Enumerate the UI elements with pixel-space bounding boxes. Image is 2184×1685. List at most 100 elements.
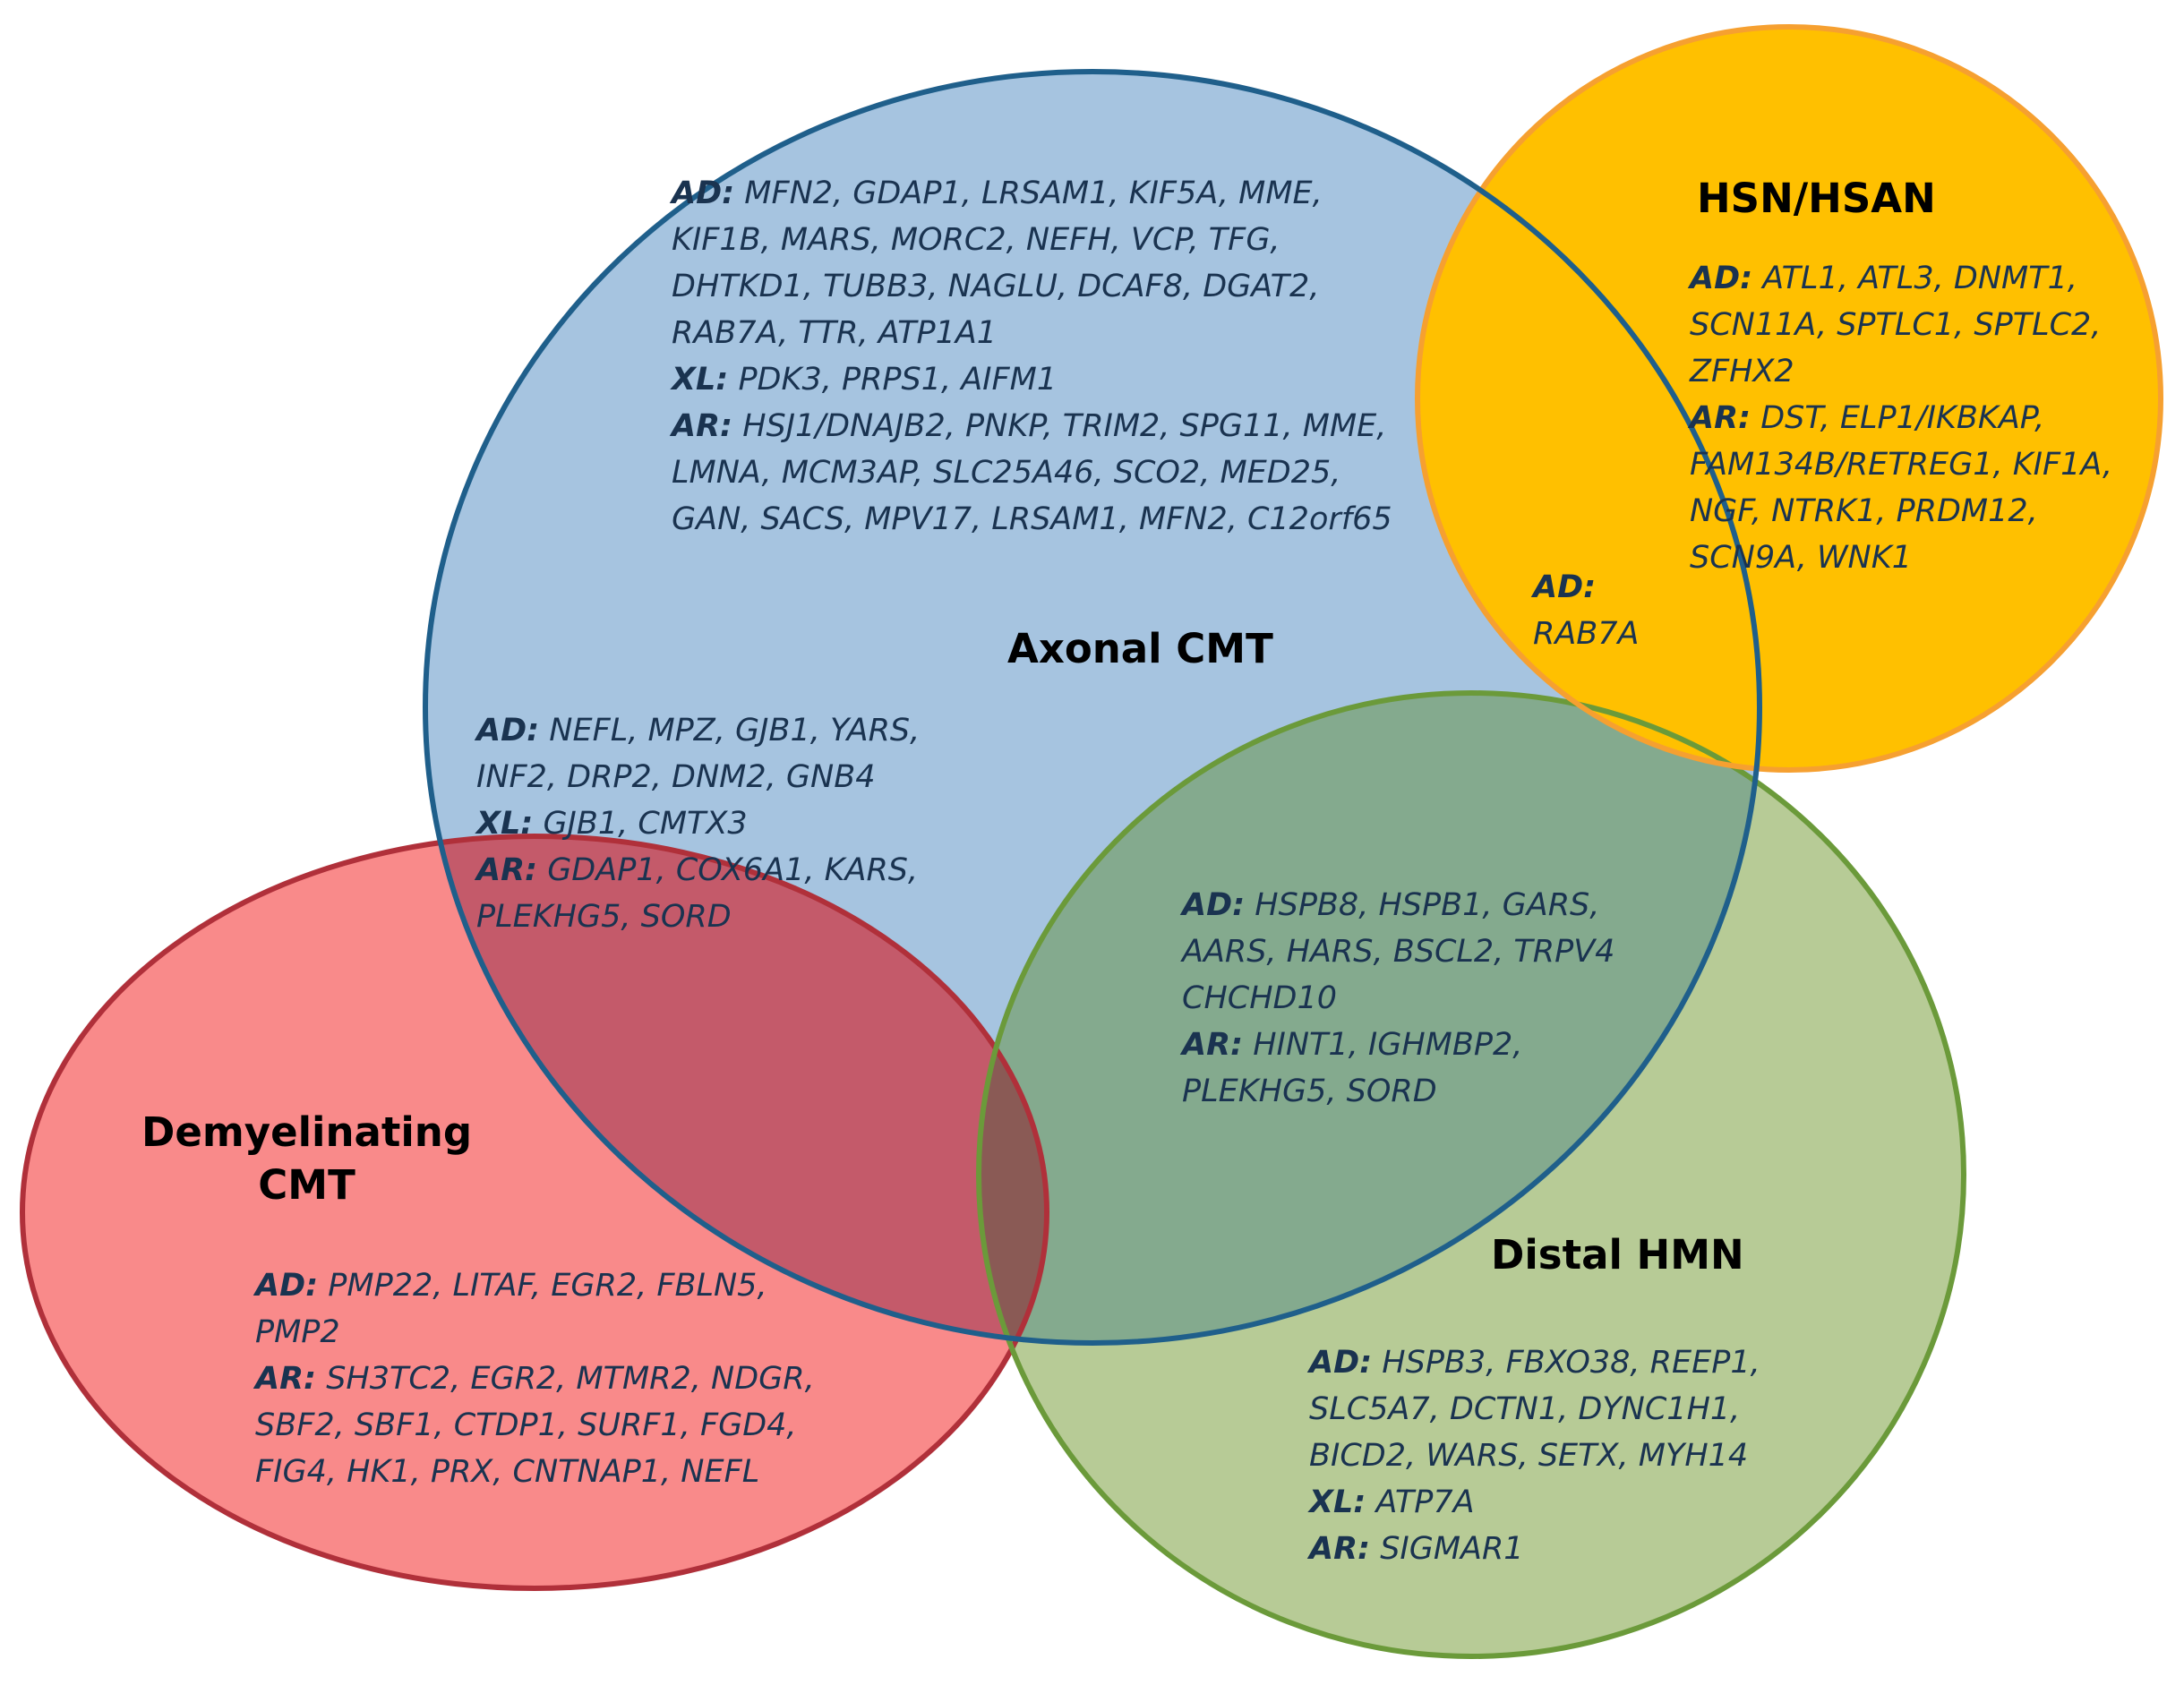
inheritance-tag: AR: [476, 852, 538, 888]
gene-line: XL: ATP7A [1309, 1479, 1760, 1526]
inheritance-tag: AR: [1309, 1531, 1371, 1567]
distal-hmn-title: Distal HMN [1491, 1231, 1744, 1279]
gene-line: PLEKHG5, SORD [1182, 1068, 1614, 1115]
inheritance-tag: AD: [1533, 569, 1597, 605]
gene-line: AR: DST, ELP1/IKBKAP, [1690, 395, 2112, 441]
inheritance-tag: AD: [1690, 261, 1753, 296]
gene-line: AD: NEFL, MPZ, GJB1, YARS, [476, 707, 920, 754]
distal-hmn-outline [976, 690, 1966, 1659]
gene-line: KIF1B, MARS, MORC2, NEFH, VCP, TFG, [672, 217, 1392, 263]
gene-line: DHTKD1, TUBB3, NAGLU, DCAF8, DGAT2, [672, 263, 1392, 310]
gene-names: HINT1, IGHMBP2, [1253, 1027, 1523, 1063]
gene-line: AD: HSPB8, HSPB1, GARS, [1182, 882, 1614, 928]
axonal-hmn-overlap-genes: AD: HSPB8, HSPB1, GARS, AARS, HARS, BSCL2… [1182, 882, 1614, 1115]
gene-line: XL: GJB1, CMTX3 [476, 800, 920, 847]
inheritance-tag: AD: [255, 1268, 319, 1304]
gene-names: AARS, HARS, BSCL2, TRPV4 [1182, 934, 1615, 970]
gene-line: AR: HINT1, IGHMBP2, [1182, 1022, 1614, 1068]
gene-line: AD: MFN2, GDAP1, LRSAM1, KIF5A, MME, [672, 170, 1392, 217]
gene-line: SBF2, SBF1, CTDP1, SURF1, FGD4, [255, 1402, 815, 1449]
gene-names: ZFHX2 [1690, 354, 1794, 389]
gene-names: GAN, SACS, MPV17, LRSAM1, MFN2, C12orf65 [672, 501, 1392, 537]
gene-line: NGF, NTRK1, PRDM12, [1690, 488, 2112, 535]
gene-line: FAM134B/RETREG1, KIF1A, [1690, 441, 2112, 488]
gene-line: AD: PMP22, LITAF, EGR2, FBLN5, [255, 1262, 815, 1309]
gene-names: SLC5A7, DCTN1, DYNC1H1, [1309, 1391, 1741, 1427]
gene-names: LMNA, MCM3AP, SLC25A46, SCO2, MED25, [672, 455, 1341, 491]
inheritance-tag: AR: [672, 408, 733, 444]
gene-names: FAM134B/RETREG1, KIF1A, [1690, 447, 2113, 483]
gene-names: GDAP1, COX6A1, KARS, [547, 852, 919, 888]
inheritance-tag: AD: [672, 175, 735, 211]
axonal-hsn-overlap-genes: AD: RAB7A [1533, 564, 1639, 657]
gene-names: PLEKHG5, SORD [1182, 1073, 1437, 1109]
hsn-hsan-genes: AD: ATL1, ATL3, DNMT1, SCN11A, SPTLC1, SP… [1690, 255, 2112, 581]
gene-line: AD: HSPB3, FBXO38, REEP1, [1309, 1339, 1760, 1386]
inheritance-tag: AD: [476, 713, 540, 748]
gene-names: RAB7A [1533, 616, 1640, 652]
gene-line: BICD2, WARS, SETX, MYH14 [1309, 1433, 1760, 1479]
gene-line: XL: PDK3, PRPS1, AIFM1 [672, 356, 1392, 403]
gene-names: HSJ1/DNAJB2, PNKP, TRIM2, SPG11, MME, [742, 408, 1387, 444]
gene-names: HSPB8, HSPB1, GARS, [1255, 887, 1600, 923]
inheritance-tag: AR: [1182, 1027, 1244, 1063]
gene-names: PLEKHG5, SORD [476, 899, 732, 935]
gene-names: CHCHD10 [1182, 980, 1338, 1016]
gene-line: SCN9A, WNK1 [1690, 535, 2112, 581]
axonal-demyelinating-overlap-genes: AD: NEFL, MPZ, GJB1, YARS, INF2, DRP2, DN… [476, 707, 920, 940]
gene-names: ATP7A [1375, 1484, 1475, 1520]
inheritance-tag: AD: [1182, 887, 1246, 923]
gene-names: SCN11A, SPTLC1, SPTLC2, [1690, 307, 2102, 343]
gene-names: GJB1, CMTX3 [543, 806, 748, 842]
gene-line: AD: [1533, 564, 1639, 611]
gene-names: PDK3, PRPS1, AIFM1 [738, 362, 1058, 398]
gene-names: SBF2, SBF1, CTDP1, SURF1, FGD4, [255, 1407, 797, 1443]
demyelinating-cmt-outline [20, 834, 1049, 1591]
axonal-cmt-outline [423, 69, 1762, 1346]
gene-line: AR: SIGMAR1 [1309, 1526, 1760, 1572]
gene-line: FIG4, HK1, PRX, CNTNAP1, NEFL [255, 1449, 815, 1495]
gene-names: INF2, DRP2, DNM2, GNB4 [476, 759, 876, 795]
hsn-hsan-circle [1417, 27, 2161, 770]
gene-line: AR: GDAP1, COX6A1, KARS, [476, 847, 920, 894]
gene-line: GAN, SACS, MPV17, LRSAM1, MFN2, C12orf65 [672, 496, 1392, 543]
gene-names: DST, ELP1/IKBKAP, [1760, 400, 2045, 436]
gene-names: DHTKD1, TUBB3, NAGLU, DCAF8, DGAT2, [672, 269, 1320, 304]
gene-names: PMP22, LITAF, EGR2, FBLN5, [328, 1268, 767, 1304]
inheritance-tag: XL: [672, 362, 729, 398]
gene-names: PMP2 [255, 1314, 340, 1350]
gene-line: AR: SH3TC2, EGR2, MTMR2, NDGR, [255, 1356, 815, 1402]
hsn-hsan-title: HSN/HSAN [1697, 175, 1936, 222]
gene-line: RAB7A [1533, 611, 1639, 657]
gene-names: KIF1B, MARS, MORC2, NEFH, VCP, TFG, [672, 222, 1280, 258]
gene-names: SH3TC2, EGR2, MTMR2, NDGR, [326, 1361, 815, 1397]
inheritance-tag: XL: [1309, 1484, 1366, 1520]
gene-names: NGF, NTRK1, PRDM12, [1690, 493, 2038, 529]
gene-names: BICD2, WARS, SETX, MYH14 [1309, 1438, 1749, 1474]
hsn-hsan-outline [1415, 24, 2163, 773]
gene-names: SCN9A, WNK1 [1690, 540, 1912, 576]
distal-hmn-genes: AD: HSPB3, FBXO38, REEP1, SLC5A7, DCTN1, … [1309, 1339, 1760, 1572]
gene-line: ZFHX2 [1690, 348, 2112, 395]
gene-line: RAB7A, TTR, ATP1A1 [672, 310, 1392, 356]
gene-line: LMNA, MCM3AP, SLC25A46, SCO2, MED25, [672, 449, 1392, 496]
gene-line: SLC5A7, DCTN1, DYNC1H1, [1309, 1386, 1760, 1433]
gene-line: CHCHD10 [1182, 975, 1614, 1022]
gene-names: FIG4, HK1, PRX, CNTNAP1, NEFL [255, 1454, 760, 1490]
inheritance-tag: AR: [255, 1361, 317, 1397]
gene-line: AD: ATL1, ATL3, DNMT1, [1690, 255, 2112, 302]
gene-line: AR: HSJ1/DNAJB2, PNKP, TRIM2, SPG11, MME… [672, 403, 1392, 449]
inheritance-tag: AD: [1309, 1345, 1373, 1381]
gene-names: NEFL, MPZ, GJB1, YARS, [549, 713, 921, 748]
gene-line: INF2, DRP2, DNM2, GNB4 [476, 754, 920, 800]
inheritance-tag: AR: [1690, 400, 1751, 436]
gene-names: HSPB3, FBXO38, REEP1, [1382, 1345, 1760, 1381]
axonal-cmt-title: Axonal CMT [1007, 625, 1273, 672]
gene-line: PMP2 [255, 1309, 815, 1356]
gene-names: MFN2, GDAP1, LRSAM1, KIF5A, MME, [744, 175, 1323, 211]
axonal-cmt-genes: AD: MFN2, GDAP1, LRSAM1, KIF5A, MME, KIF1… [672, 170, 1392, 543]
demyelinating-cmt-title: Demyelinating CMT [141, 1108, 473, 1210]
